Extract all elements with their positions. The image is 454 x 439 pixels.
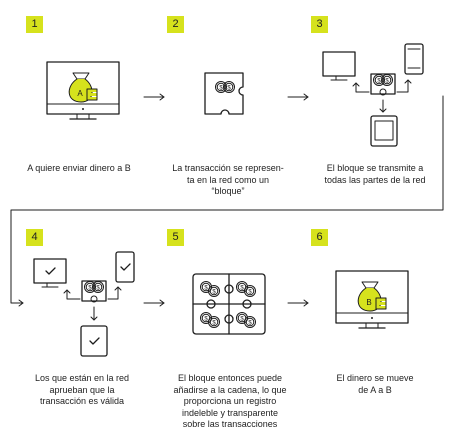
step-5-badge: 5 — [167, 229, 184, 246]
bag-letter-b: B — [366, 298, 371, 307]
arrow-right-icon — [287, 93, 309, 101]
block-icon — [370, 73, 396, 96]
block-icon — [81, 280, 107, 303]
step-3-caption-line: El bloque se transmite a — [326, 163, 424, 173]
step-4-caption-line: Los que están en la red — [34, 373, 130, 383]
chain-puzzle-icon — [192, 273, 266, 335]
step-4-caption: Los que están en la red aprueban que la … — [12, 373, 152, 408]
step-3-badge: 3 — [311, 16, 328, 33]
step-5-caption: El bloque entonces puede añadirse a la c… — [156, 373, 304, 431]
small-monitor-icon — [322, 51, 356, 81]
step-2-caption-line: “bloque” — [211, 186, 245, 196]
step-5-caption-line: El bloque entonces puede — [177, 373, 283, 383]
step-6-caption: El dinero se mueve de A a B — [300, 373, 450, 396]
phone-icon — [404, 43, 424, 75]
step-3-caption-line: todas las partes de la red — [324, 174, 426, 185]
step-5-caption-line: sobre las transacciones — [182, 419, 278, 429]
step-4-caption-line: aprueban que la — [49, 384, 115, 395]
step-3-caption: El bloque se transmite a todas las parte… — [300, 163, 450, 186]
connector-line — [10, 95, 444, 307]
monitor-icon — [335, 270, 409, 329]
block-icon — [204, 72, 244, 115]
step-1-caption: A quiere enviar dinero a B — [5, 163, 153, 175]
bag-letter-a: A — [77, 89, 83, 98]
step-6-caption-line: El dinero se mueve — [336, 373, 414, 383]
step-2-badge: 2 — [167, 16, 184, 33]
step-2-caption-line: ta en la red como un — [186, 174, 270, 185]
approval-arrows — [63, 286, 122, 321]
money-bag-b-icon: B — [357, 281, 387, 312]
broadcast-arrows — [352, 79, 412, 113]
money-bag-a-icon: A — [68, 72, 98, 103]
step-2-caption: La transacción se represen- ta en la red… — [154, 163, 302, 198]
step-4-caption-line: transacción es válida — [39, 396, 125, 406]
small-monitor-check-icon — [33, 258, 67, 288]
arrow-right-icon — [287, 299, 309, 307]
step-2-caption-line: La transacción se represen- — [172, 163, 284, 173]
step-6-badge: 6 — [311, 229, 328, 246]
arrow-right-icon — [143, 93, 165, 101]
step-1-badge: 1 — [26, 16, 43, 33]
step-6-caption-line: de A a B — [358, 384, 392, 395]
step-5-caption-line: indeleble y transparente — [181, 407, 279, 418]
phone-check-icon — [115, 251, 135, 283]
tablet-check-icon — [80, 325, 108, 357]
step-5-caption-line: añadirse a la cadena, lo que — [173, 384, 287, 395]
step-1-caption-line: A quiere enviar dinero a B — [27, 163, 131, 173]
step-5-caption-line: proporciona un registro — [183, 396, 277, 406]
step-4-badge: 4 — [26, 229, 43, 246]
arrow-right-icon — [143, 299, 165, 307]
tablet-icon — [370, 115, 398, 147]
monitor-icon — [46, 61, 120, 120]
